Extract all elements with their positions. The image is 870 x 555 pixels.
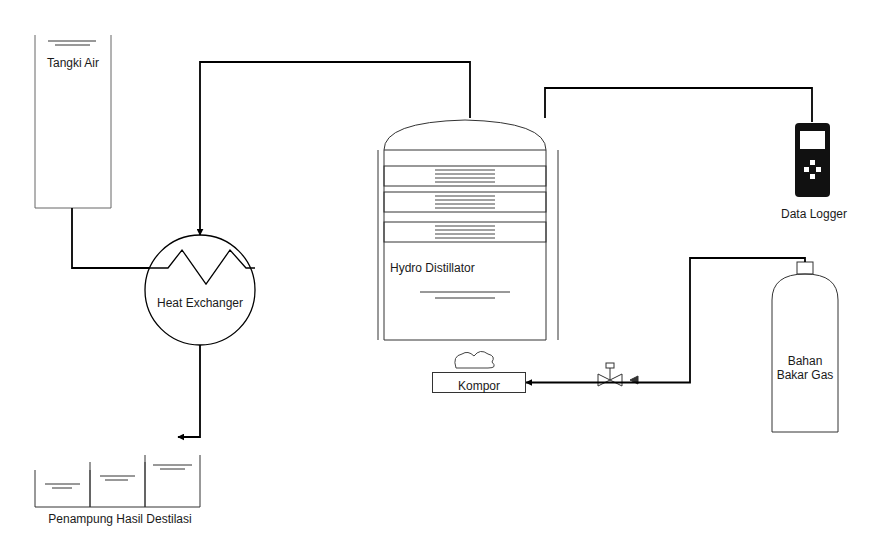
distillator-vessel [378, 120, 558, 340]
container [145, 455, 200, 507]
cylinder-body [772, 274, 838, 432]
tray-lines [435, 170, 495, 238]
exchanger-circle [145, 235, 255, 345]
outer-wall [378, 150, 379, 340]
tray-line [435, 238, 495, 239]
tray-line [435, 208, 495, 209]
heat-exchanger-symbol [145, 235, 255, 345]
water-line [52, 488, 72, 489]
water-tank-box: Tangki Air [35, 35, 111, 208]
pipe-connector [200, 62, 470, 235]
water-line [48, 41, 96, 42]
water-line [420, 292, 510, 293]
tray-line [435, 204, 495, 205]
tray-line [435, 178, 495, 179]
material-tray [384, 192, 546, 212]
distillate-containers [35, 455, 200, 507]
node-label: Hydro Distillator [390, 261, 475, 275]
tray-line [435, 200, 495, 201]
water-line [100, 476, 135, 477]
valve-stem [610, 368, 611, 380]
node-label: Penampung Hasil Destilasi [48, 512, 191, 526]
distillator-box: Hydro Distillator [380, 118, 558, 343]
tray-line [435, 174, 495, 175]
water-line [153, 465, 192, 466]
water-line [105, 480, 128, 481]
logger-body [795, 123, 830, 197]
material-tray [384, 166, 546, 186]
container [90, 462, 145, 507]
node-label: Bahan Bakar Gas [773, 354, 837, 382]
pipe-connector [178, 345, 200, 437]
data-logger-device [795, 123, 830, 197]
stove-box: Kompor [432, 372, 526, 393]
exchanger-coil [149, 250, 255, 284]
logger-button [810, 174, 815, 179]
pipe-connector [545, 88, 812, 122]
data-logger-box: Data Logger [772, 122, 856, 221]
tray-line [435, 226, 495, 227]
water-tank [35, 35, 111, 208]
gas-cylinder [772, 262, 838, 432]
valve-actuator [606, 363, 614, 368]
tray-line [435, 196, 495, 197]
cylinder-valve [797, 262, 813, 274]
node-label: Kompor [458, 379, 500, 393]
distillate-box: Penampung Hasil Destilasi [33, 437, 207, 527]
heat-exchanger-circle: Heat Exchanger [145, 235, 255, 345]
water-line [435, 298, 495, 299]
water-line [160, 469, 185, 470]
logger-button [804, 167, 809, 172]
logger-screen [800, 131, 825, 149]
water-line [45, 484, 80, 485]
tray-line [435, 230, 495, 231]
material-tray [384, 222, 546, 242]
node-label: Data Logger [781, 207, 847, 221]
tray-line [435, 234, 495, 235]
pipe-connector [72, 208, 150, 268]
water-line [55, 45, 90, 46]
outer-wall [558, 150, 559, 340]
flame [455, 351, 494, 368]
node-label: Heat Exchanger [157, 296, 243, 310]
logger-button [816, 167, 821, 172]
node-label: Tangki Air [47, 56, 99, 70]
tray-line [435, 170, 495, 171]
vessel-dome [384, 120, 546, 150]
tray-line [435, 182, 495, 183]
logger-button [810, 160, 815, 165]
container [35, 470, 90, 507]
pipe-connector [526, 258, 805, 383]
tank-wall [35, 35, 111, 208]
gas-cylinder-box: Bahan Bakar Gas [770, 262, 840, 432]
vessel-body [384, 150, 546, 340]
